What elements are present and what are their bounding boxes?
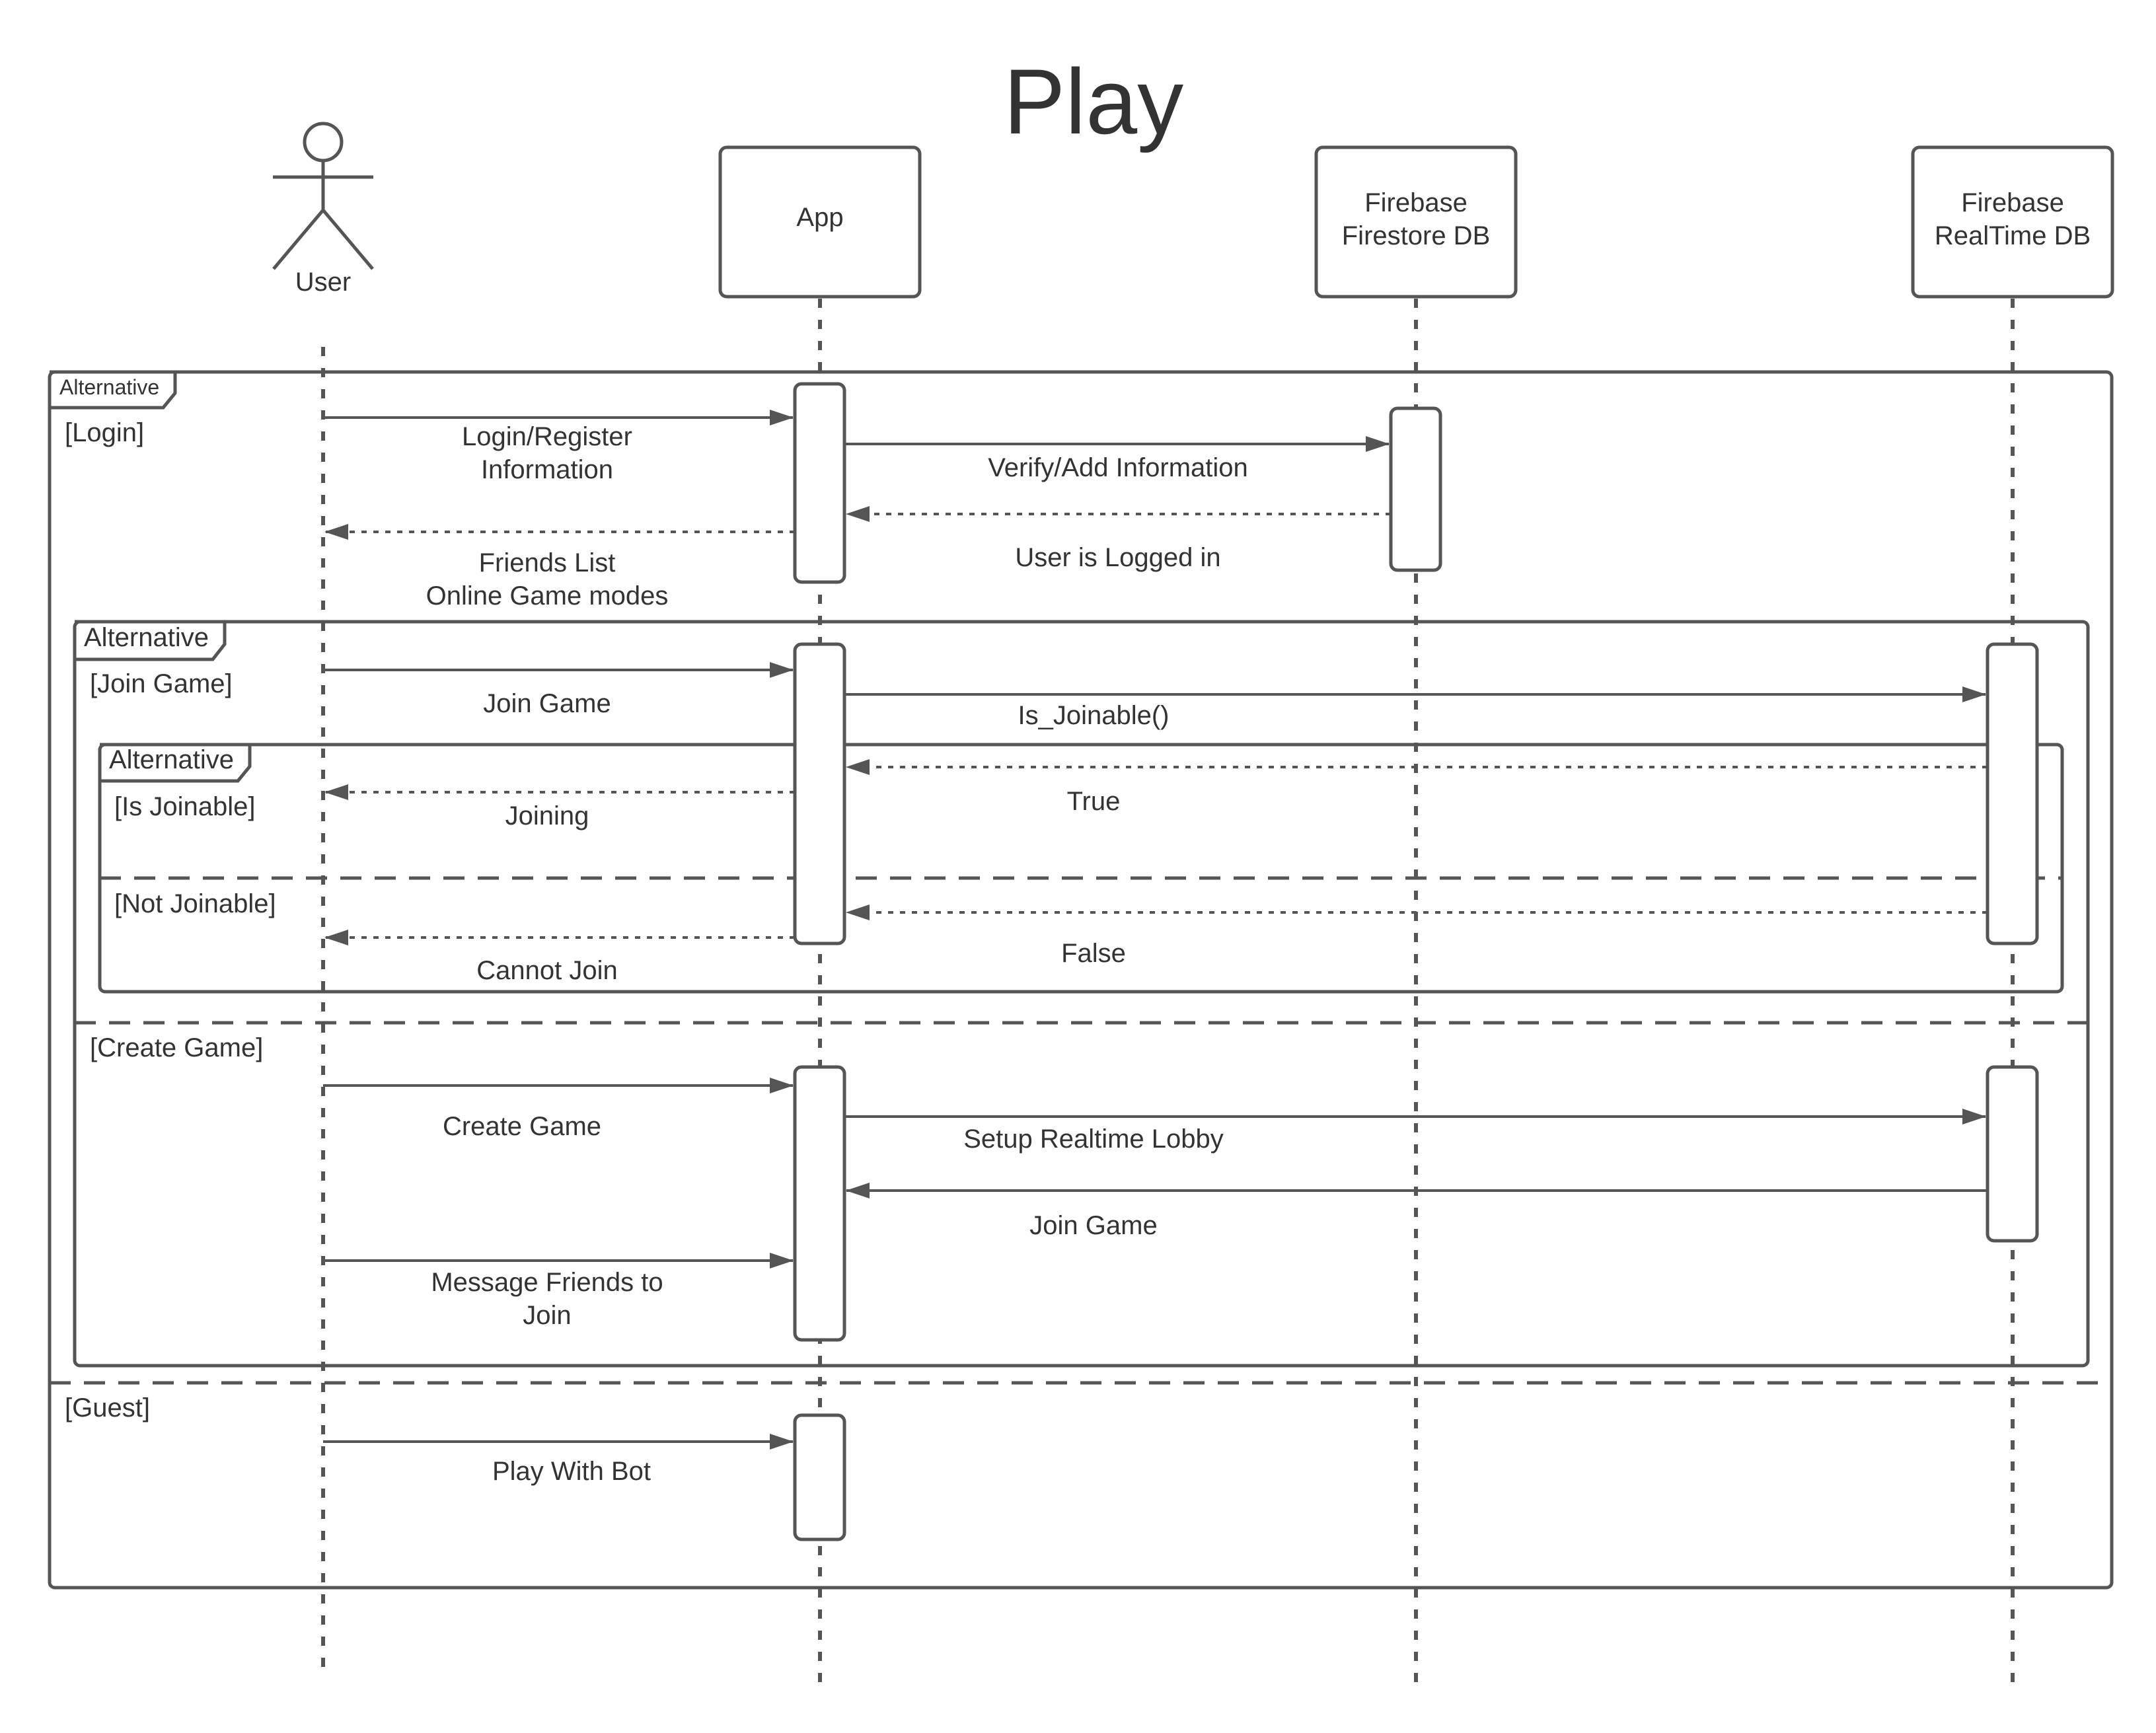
msg-login-register-line1: Login/Register	[462, 422, 632, 451]
guard-guest: [Guest]	[65, 1393, 150, 1422]
guard-not-joinable: [Not Joinable]	[114, 889, 276, 918]
msg-verify-add: Verify/Add Information	[988, 453, 1248, 482]
activation-app-create	[793, 1065, 846, 1342]
participant-realtime-label-line2: RealTime DB	[1935, 221, 2091, 250]
activation-app-login	[793, 382, 846, 584]
activation-realtime-join	[1986, 642, 2039, 945]
participant-realtime-box	[1911, 145, 2114, 299]
msg-message-friends-line2: Join	[523, 1301, 571, 1330]
fragment-outer-tag: Alternative	[59, 375, 159, 399]
msg-friends-list-line2: Online Game modes	[426, 581, 669, 610]
msg-user-logged-in: User is Logged in	[1015, 543, 1220, 572]
actor-head-icon	[303, 122, 344, 163]
actor-user	[272, 122, 374, 270]
msg-cannot-join: Cannot Join	[476, 956, 617, 985]
participant-realtime-label-line1: Firebase	[1961, 188, 2064, 217]
fragment-inner-tag: Alternative	[109, 745, 234, 774]
msg-join-game-reply: Join Game	[1029, 1211, 1157, 1240]
msg-message-friends-line1: Message Friends to	[431, 1268, 663, 1297]
participant-user-label: User	[295, 268, 351, 297]
activation-app-join	[793, 642, 846, 945]
msg-joining: Joining	[505, 801, 589, 830]
fragment-outer	[48, 370, 2114, 1590]
fragment-middle-tag: Alternative	[84, 623, 209, 652]
guard-login: [Login]	[65, 418, 144, 447]
guard-create-game: [Create Game]	[90, 1033, 263, 1062]
fragment-middle	[73, 620, 2090, 1368]
msg-create-game: Create Game	[443, 1112, 601, 1141]
msg-join-game: Join Game	[483, 689, 611, 718]
msg-false: False	[1061, 939, 1126, 968]
msg-setup-lobby: Setup Realtime Lobby	[963, 1125, 1224, 1154]
msg-true: True	[1067, 787, 1121, 816]
msg-is-joinable: Is_Joinable()	[1018, 701, 1169, 730]
activation-app-guest	[793, 1413, 846, 1541]
participant-app-label: App	[796, 203, 843, 232]
participant-firestore-label-line2: Firestore DB	[1342, 221, 1491, 250]
diagram-title: Play	[1004, 50, 1183, 153]
msg-friends-list-line1: Friends List	[479, 548, 616, 577]
msg-login-register-line2: Information	[481, 455, 613, 484]
participant-app-box	[718, 145, 922, 299]
activation-firestore-login	[1389, 406, 1442, 572]
participant-firestore-label-line1: Firebase	[1364, 188, 1468, 217]
fragment-inner	[98, 743, 2064, 994]
msg-play-with-bot: Play With Bot	[492, 1457, 651, 1486]
activation-realtime-create	[1986, 1065, 2039, 1243]
guard-join-game: [Join Game]	[90, 669, 233, 698]
guard-is-joinable: [Is Joinable]	[114, 792, 255, 821]
participant-firestore-box	[1314, 145, 1518, 299]
